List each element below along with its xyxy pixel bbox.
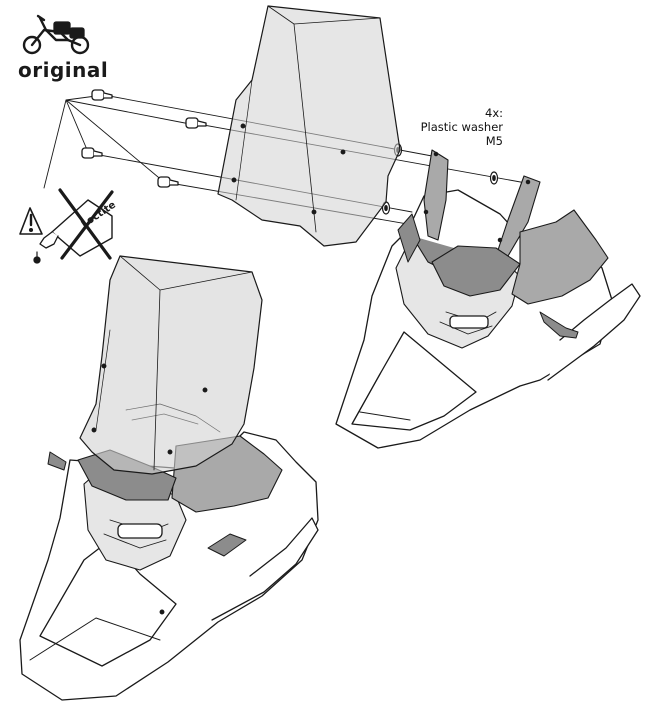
brand-logo-text: original bbox=[18, 58, 109, 82]
washer bbox=[489, 171, 499, 185]
motorcycle-front-exploded bbox=[335, 149, 641, 449]
washer-callout: 4x: Plastic washer M5 bbox=[421, 106, 503, 148]
fastener-leader-lines bbox=[43, 95, 191, 189]
screw bbox=[81, 147, 103, 159]
motorcycle-front-assembled bbox=[19, 255, 319, 701]
warning-icon bbox=[19, 207, 43, 235]
washer-size: M5 bbox=[485, 134, 503, 148]
no-loctite-cross bbox=[58, 188, 114, 260]
motorcycle-luggage-icon bbox=[22, 14, 90, 55]
exploded-windshield bbox=[217, 5, 401, 247]
screw bbox=[91, 89, 113, 101]
washer-count: 4x: bbox=[485, 106, 503, 120]
screw bbox=[157, 176, 179, 188]
washer-part-name: Plastic washer bbox=[420, 120, 503, 134]
screw bbox=[185, 117, 207, 129]
screws bbox=[81, 89, 207, 188]
